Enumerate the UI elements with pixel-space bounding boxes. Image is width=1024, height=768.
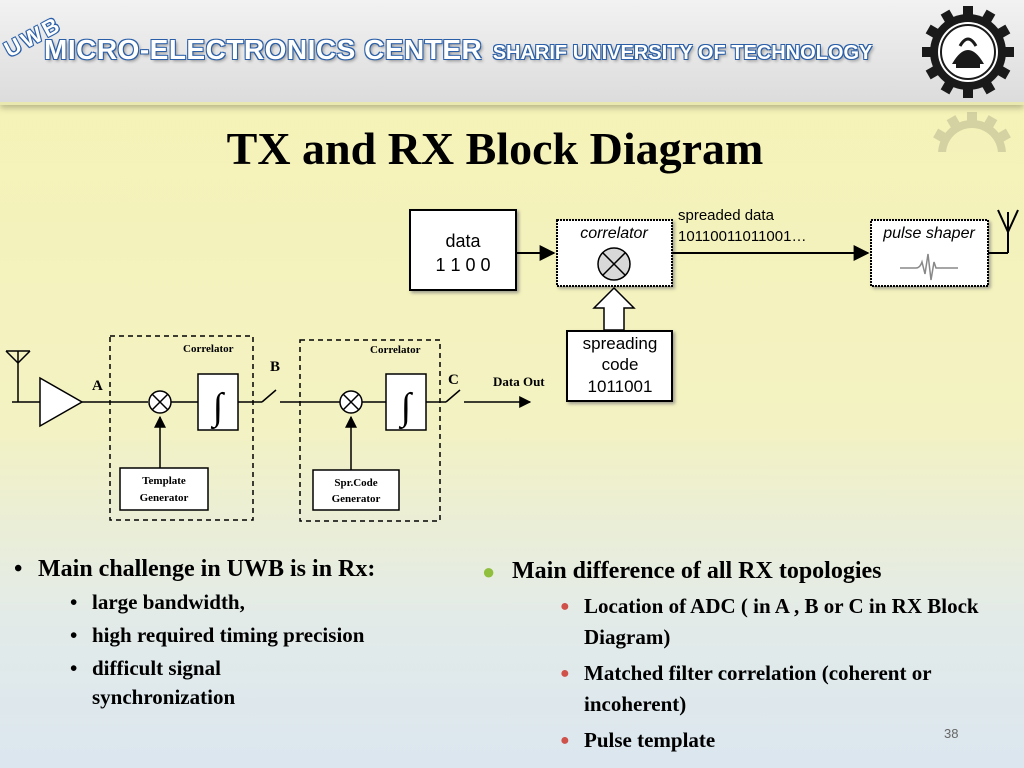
- left-main-bullet: • Main challenge in UWB is in Rx:: [0, 555, 470, 584]
- block-diagram: data 1 1 0 0 correlator spreaded data 10…: [5, 207, 1019, 522]
- rx-sprcode-line1: Spr.Code: [334, 477, 377, 489]
- tx-spreading-line2: code: [602, 355, 639, 374]
- rx-integral1-icon: ∫: [211, 386, 226, 430]
- rx-mixer1-icon: [148, 390, 172, 414]
- bullet-dot-icon: ●: [560, 665, 570, 682]
- rx-point-b: B: [270, 359, 280, 375]
- bullet-dot-icon: ●: [482, 559, 496, 584]
- bullet-dot-icon: •: [70, 656, 78, 680]
- left-sub-text: high required timing precision: [92, 623, 365, 647]
- bullet-dot-icon: ●: [560, 732, 570, 749]
- rx-switch-b: [261, 389, 277, 403]
- tx-data-bits: 1 1 0 0: [435, 255, 490, 275]
- tx-antenna-icon: [997, 209, 1019, 253]
- rx-lna-icon: [39, 376, 84, 428]
- right-bullets: ● Main difference of all RX topologies ●…: [480, 557, 1016, 756]
- tx-spreading-bits: 1011001: [588, 377, 653, 396]
- tx-hollow-arrow-up: [592, 286, 636, 331]
- rx-data-out: Data Out: [493, 374, 545, 389]
- tx-data-label: data: [445, 231, 481, 251]
- bullet-dot-icon: ●: [560, 598, 570, 615]
- left-main-text: Main challenge in UWB is in Rx:: [38, 556, 376, 582]
- rx-mixer2-icon: [339, 390, 363, 414]
- header-banner: UWB MICRO-ELECTRONICS CENTER SHARIF UNIV…: [0, 0, 1024, 105]
- tx-correlator-label: correlator: [580, 225, 648, 242]
- bullet-dot-icon: •: [70, 590, 78, 614]
- tx-data-block: [409, 209, 517, 291]
- right-sub-item: ● Pulse template: [480, 725, 1016, 756]
- right-sub-item: ● Location of ADC ( in A , B or C in RX B…: [480, 591, 1016, 653]
- right-sub-item: ● Matched filter correlation (coherent or…: [480, 658, 1016, 720]
- right-sub-text: Location of ADC ( in A , B or C in RX Bl…: [584, 594, 979, 649]
- left-sub-item: • high required timing precision: [0, 621, 392, 650]
- left-sub-text: large bandwidth,: [92, 590, 245, 614]
- university-logo-icon: [922, 6, 1014, 98]
- left-sub-list: • large bandwidth, • high required timing …: [0, 588, 470, 712]
- rx-chain: A Correlator ∫ B Template Generator Corr…: [5, 335, 545, 522]
- left-sub-item: • difficult signal synchronization: [0, 654, 352, 712]
- tx-spreading-code-block: [566, 330, 673, 402]
- tx-spreading-line1: spreading: [583, 334, 658, 353]
- tx-chain: data 1 1 0 0 correlator spreaded data 10…: [409, 207, 1019, 402]
- slide-title: TX and RX Block Diagram: [226, 123, 764, 174]
- rx-template-generator: [119, 467, 209, 511]
- right-main-bullet: ● Main difference of all RX topologies: [480, 557, 1016, 586]
- right-sub-list: ● Location of ADC ( in A , B or C in RX B…: [480, 591, 1016, 756]
- bullet-dot-icon: •: [70, 623, 78, 647]
- rx-switch-c: [445, 389, 461, 403]
- rx-sprcode-line2: Generator: [332, 493, 381, 505]
- rx-antenna-icon: [5, 350, 31, 402]
- left-sub-text: difficult signal synchronization: [92, 656, 236, 709]
- rx-point-c: C: [448, 372, 459, 388]
- page-number: 38: [944, 726, 959, 741]
- rx-sprcode-generator: [312, 469, 400, 511]
- bullet-dot-icon: •: [14, 556, 23, 582]
- rx-correlator2-label: Correlator: [370, 344, 421, 356]
- tx-pulse-shaper-block: [870, 219, 989, 287]
- center-name: MICRO-ELECTRONICS CENTER: [44, 34, 483, 65]
- left-bullets: • Main challenge in UWB is in Rx: • large…: [0, 555, 470, 712]
- rx-correlator1-label: Correlator: [183, 343, 234, 355]
- rx-template-line2: Generator: [140, 492, 189, 504]
- right-sub-text: Pulse template: [584, 728, 716, 752]
- tx-spreaded-label: spreaded data: [678, 207, 775, 224]
- tx-spreaded-bits: 10110011011001…: [678, 228, 806, 245]
- rx-correlator1-box: [109, 335, 254, 521]
- rx-integral2-icon: ∫: [399, 386, 414, 430]
- right-main-text: Main difference of all RX topologies: [512, 558, 882, 584]
- tx-pulse-shaper-label: pulse shaper: [882, 225, 975, 242]
- center-title: MICRO-ELECTRONICS CENTER SHARIF UNIVERSI…: [44, 34, 872, 66]
- logo-watermark-icon: [933, 112, 1011, 152]
- rx-integrator2: [385, 373, 427, 431]
- tx-mixer-icon: [597, 247, 631, 281]
- rx-point-a: A: [92, 378, 103, 394]
- rx-template-line1: Template: [142, 475, 186, 487]
- right-sub-text: Matched filter correlation (coherent or …: [584, 661, 932, 716]
- tx-pulse-waveform-icon: [900, 253, 958, 281]
- left-sub-item: • large bandwidth,: [0, 588, 470, 617]
- rx-correlator2-box: [299, 339, 441, 522]
- university-name: SHARIF UNIVERSITY OF TECHNOLOGY: [492, 42, 873, 64]
